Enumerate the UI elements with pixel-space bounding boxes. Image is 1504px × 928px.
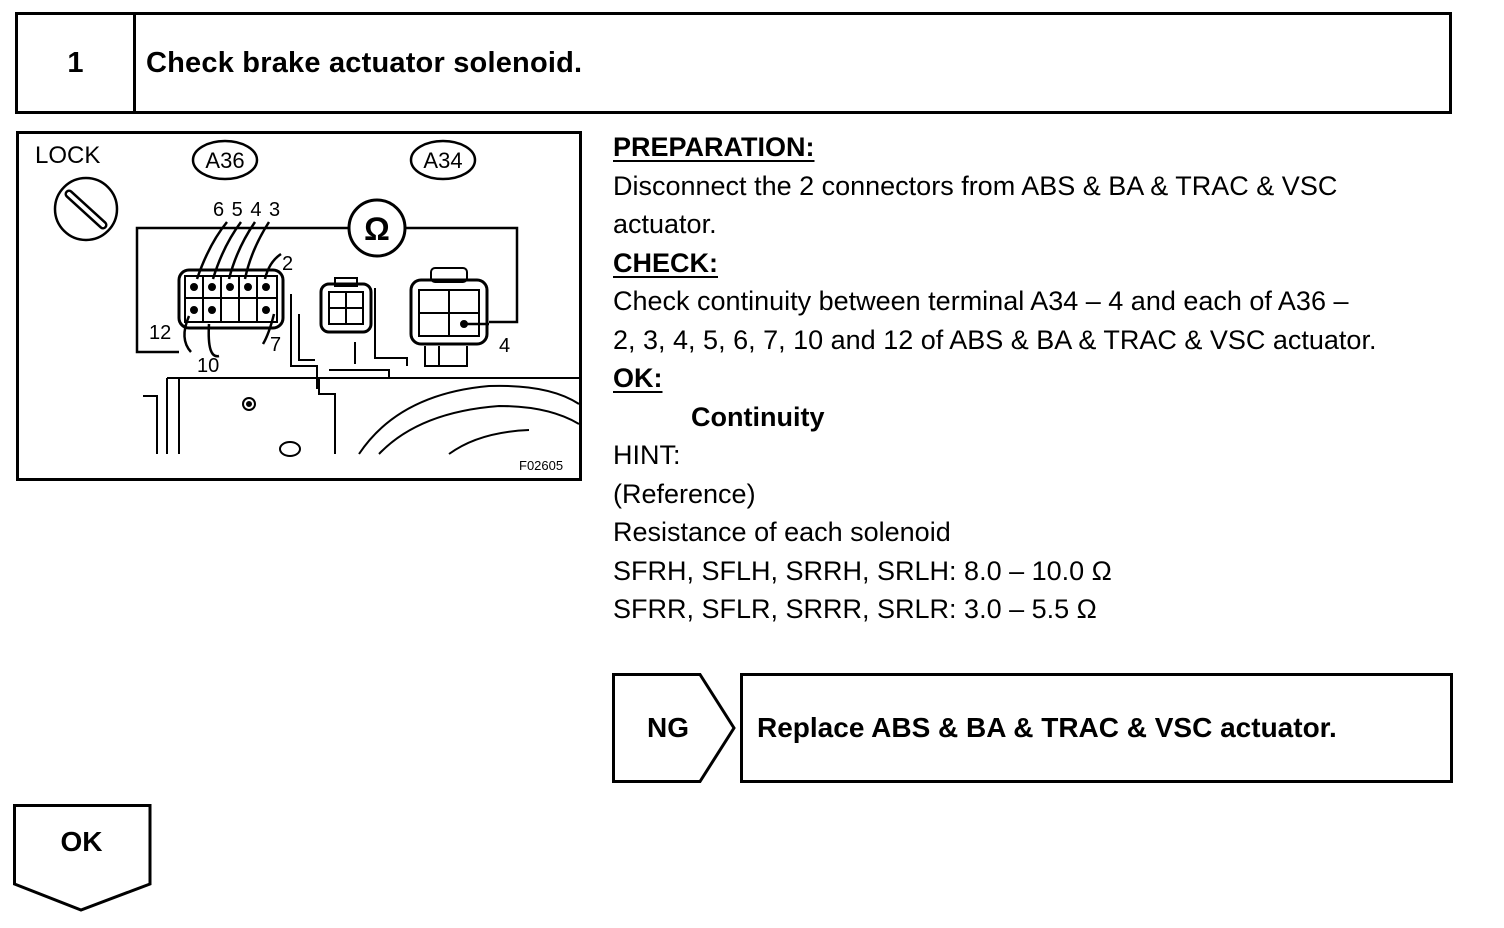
- terminal-label-10: 10: [197, 355, 219, 377]
- connector-a36: [177, 268, 285, 330]
- actuator-body: [143, 288, 579, 457]
- svg-text:Ω: Ω: [364, 211, 390, 247]
- connector-a34: [409, 267, 489, 346]
- terminal-label-4: 4: [499, 335, 510, 357]
- step-title: Check brake actuator solenoid.: [146, 46, 583, 79]
- meter-lead-left: [135, 226, 349, 354]
- ok-value: Continuity: [691, 401, 825, 432]
- terminal-label-2: 2: [282, 253, 293, 275]
- hint-resistance: Resistance of each solenoid: [613, 517, 951, 547]
- hint-reference: (Reference): [613, 478, 756, 509]
- hint-label: HINT:: [613, 440, 681, 470]
- lock-label: LOCK: [35, 142, 100, 169]
- ng-arrow-icon: [612, 673, 736, 783]
- meter-lead-right: [405, 226, 519, 324]
- connector-middle: [319, 277, 373, 334]
- svg-text:A36: A36: [205, 148, 244, 173]
- preparation-text-2: actuator.: [613, 209, 717, 239]
- lock-icon: [53, 176, 119, 242]
- ok-arrow-icon: [13, 804, 152, 912]
- ng-action-box: Replace ABS & BA & TRAC & VSC actuator.: [740, 673, 1453, 783]
- connector-illustration: LOCK A36 A34 Ω 6 5 4 3 2 12 10 7 4: [16, 131, 582, 481]
- check-heading: CHECK:: [613, 247, 718, 278]
- hint-spec-2: SFRR, SFLR, SRRR, SRLR: 3.0 – 5.5 Ω: [613, 594, 1097, 624]
- check-text-1: Check continuity between terminal A34 – …: [613, 286, 1349, 316]
- terminal-label-7: 7: [270, 334, 281, 356]
- connector-a36-tag: A36: [191, 139, 259, 181]
- hint-spec-1: SFRH, SFLH, SRRH, SRLH: 8.0 – 10.0 Ω: [613, 555, 1112, 586]
- procedure-text: PREPARATION: Disconnect the 2 connectors…: [613, 128, 1463, 629]
- step-number: 1: [18, 15, 136, 111]
- step-header: 1 Check brake actuator solenoid.: [15, 12, 1452, 114]
- check-text-2: 2, 3, 4, 5, 6, 7, 10 and 12 of ABS & BA …: [613, 324, 1377, 355]
- terminal-labels-top: 6 5 4 3: [213, 199, 281, 221]
- terminal-label-12: 12: [149, 322, 171, 344]
- connector-a34-tag: A34: [409, 139, 477, 181]
- ohmmeter-symbol: Ω: [347, 198, 407, 258]
- actuator-diagram: LOCK A36 A34 Ω 6 5 4 3 2 12 10 7 4: [35, 139, 579, 473]
- preparation-text-1: Disconnect the 2 connectors from ABS & B…: [613, 170, 1338, 201]
- ng-action-text: Replace ABS & BA & TRAC & VSC actuator.: [757, 712, 1337, 743]
- ok-heading: OK:: [613, 363, 663, 393]
- ok-label: OK: [60, 826, 103, 857]
- svg-text:A34: A34: [423, 148, 462, 173]
- preparation-heading: PREPARATION:: [613, 132, 815, 162]
- figure-code: F02605: [519, 458, 563, 473]
- ng-label: NG: [647, 712, 689, 743]
